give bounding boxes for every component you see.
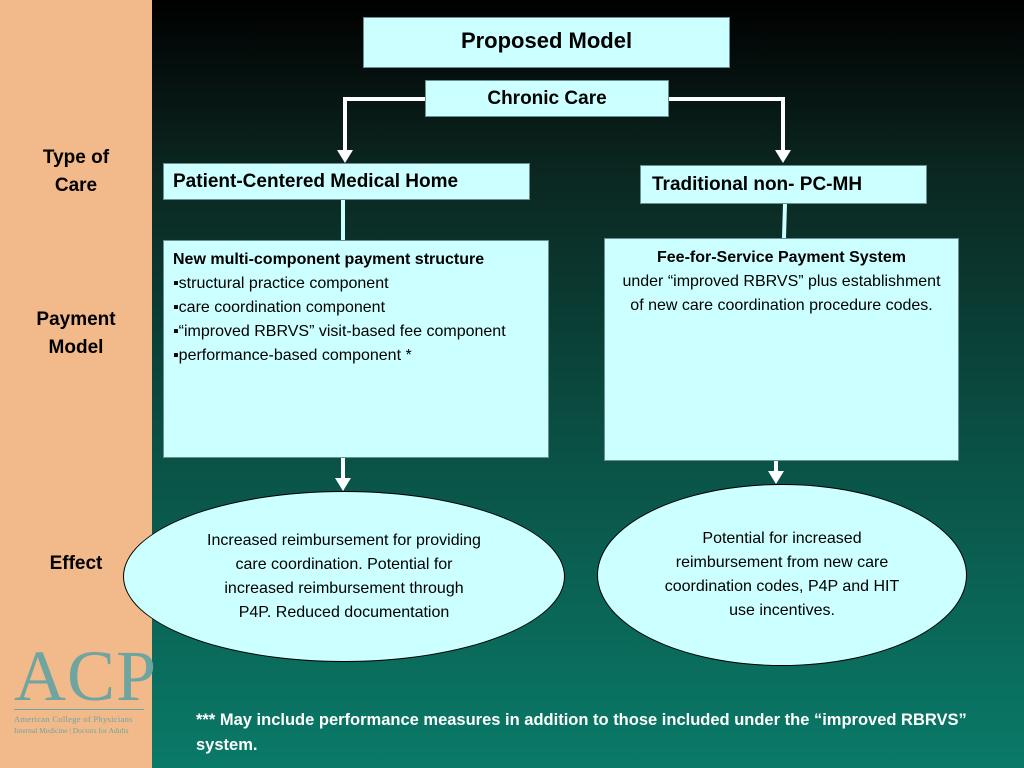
arrowhead-right-effect xyxy=(768,471,784,484)
chronic-care-box: Chronic Care xyxy=(425,80,669,117)
traditional-payment-text: under “improved RBRVS” plus establishmen… xyxy=(622,273,941,314)
traditional-header-box: Traditional non- PC-MH xyxy=(640,165,927,204)
pcmh-effect-ellipse: Increased reimbursement for providing ca… xyxy=(123,491,565,662)
pcmh-payment-box: New multi-component payment structure st… xyxy=(163,240,549,458)
arrowhead-left-effect xyxy=(335,478,351,491)
pcmh-payment-heading: New multi-component payment structure xyxy=(173,251,485,268)
logo-line1: American College of Physicians xyxy=(14,714,133,724)
logo-line2: Internal Medicine | Doctors for Adults xyxy=(14,726,129,735)
traditional-payment-heading: Fee-for-Service Payment System xyxy=(657,249,906,266)
list-item: structural practice component xyxy=(173,272,539,296)
traditional-effect-ellipse: Potential for increased reimbursement fr… xyxy=(597,484,967,666)
arrowhead-traditional xyxy=(775,150,791,163)
sidebar-panel xyxy=(0,0,152,768)
traditional-payment-box: Fee-for-Service Payment System under “im… xyxy=(604,238,959,461)
pcmh-effect-text: Increased reimbursement for providing ca… xyxy=(207,531,481,621)
pcmh-payment-list: structural practice component care coord… xyxy=(173,272,539,368)
footnote: *** May include performance measures in … xyxy=(196,711,967,754)
row-label-type-of-care: Type of Care xyxy=(42,147,110,196)
arrowhead-pcmh xyxy=(337,150,353,163)
row-label-effect: Effect xyxy=(49,553,103,574)
list-item: performance-based component * xyxy=(173,344,539,368)
arrow-to-pcmh xyxy=(343,97,425,152)
logo-mark: ACP xyxy=(14,636,158,716)
row-label-payment-model: Payment Model xyxy=(36,309,116,358)
arrow-to-traditional xyxy=(669,97,785,152)
line-traditional-to-payment xyxy=(782,203,787,239)
list-item: “improved RBRVS” visit-based fee compone… xyxy=(173,320,539,344)
logo-divider xyxy=(14,709,144,710)
acp-logo: ACP American College of Physicians Inter… xyxy=(14,636,158,736)
traditional-effect-text: Potential for increased reimbursement fr… xyxy=(664,530,900,619)
list-item: care coordination component xyxy=(173,296,539,320)
pcmh-header-box: Patient-Centered Medical Home xyxy=(163,163,530,200)
title-box: Proposed Model xyxy=(363,17,730,68)
